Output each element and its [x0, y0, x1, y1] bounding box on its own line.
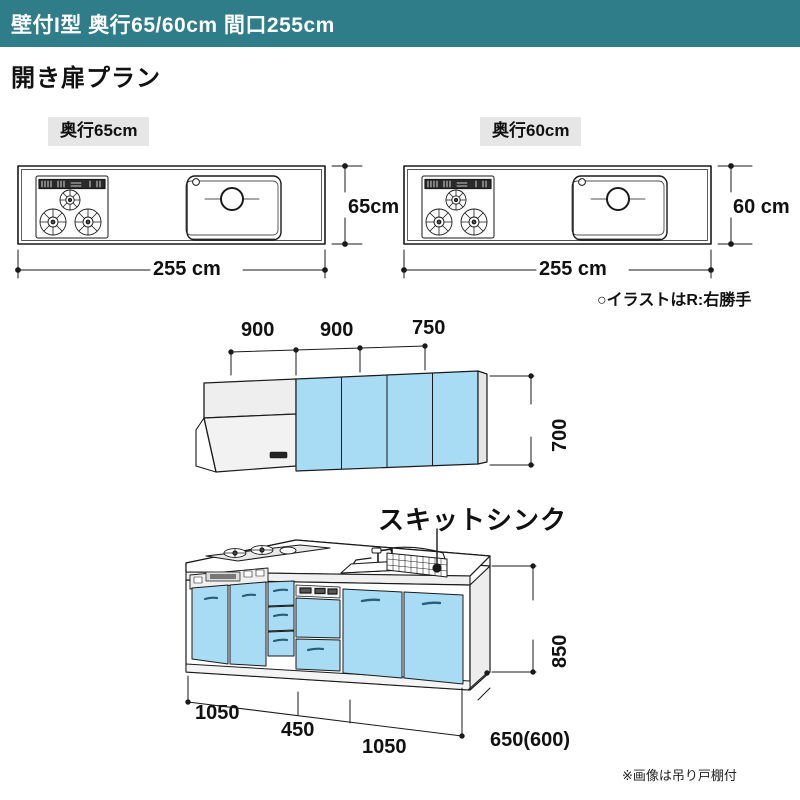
range-hood-icon [195, 378, 297, 473]
wall-height-dim: 700 [549, 418, 571, 452]
plan-subtitle: 開き扉プラン [11, 65, 161, 92]
dish-rack-icon [386, 546, 448, 578]
plan65-width-dim: 255 cm [153, 258, 221, 280]
dishwasher-panel [295, 584, 341, 599]
cooktop-icon [421, 175, 495, 239]
header-band: 壁付I型 奥行65/60cm 間口255cm [0, 0, 800, 47]
depth-label-60: 奥行60cm [480, 117, 582, 146]
wall-seg-dim-2: 900 [320, 319, 354, 341]
plan60-width-dim: 255 cm [539, 258, 607, 280]
base-width-dim-2: 450 [281, 719, 315, 741]
wall-dimension-chain [228, 343, 428, 376]
page-title: 壁付I型 奥行65/60cm 間口255cm [11, 13, 335, 37]
wall-seg-dim-3: 750 [412, 317, 446, 339]
depth-label-65: 奥行65cm [48, 117, 150, 146]
footnote: ※画像は吊り戸棚付 [622, 768, 737, 783]
base-doors-and-drawers [191, 580, 464, 685]
skit-sink-callout: スキットシンク [378, 505, 568, 535]
sink-icon [340, 560, 405, 574]
base-height-dimension [491, 563, 537, 675]
wall-cabinet-doors [295, 370, 488, 472]
control-panel [189, 567, 269, 590]
wall-height-dimension [489, 373, 535, 468]
handedness-note: ○イラストはR:右勝手 [597, 292, 752, 309]
countertop [185, 539, 491, 586]
wall-seg-dim-1: 900 [241, 319, 275, 341]
sink-icon [185, 175, 282, 241]
faucet-icon [350, 547, 393, 572]
wall-cabinet-elevation [195, 343, 535, 473]
cooktop-icon [205, 544, 331, 562]
base-width-dim-3: 1050 [362, 736, 407, 758]
plan65-depth-dim: 65cm [348, 196, 400, 218]
sink-icon [571, 175, 668, 241]
base-depth-dim: 650(600) [490, 729, 571, 751]
cooktop-icon [35, 175, 109, 239]
plan60-depth-dim: 60 cm [733, 196, 790, 218]
cabinet-body [185, 565, 491, 691]
base-height-dim: 850 [549, 634, 571, 668]
base-width-dim-1: 1050 [195, 702, 240, 724]
